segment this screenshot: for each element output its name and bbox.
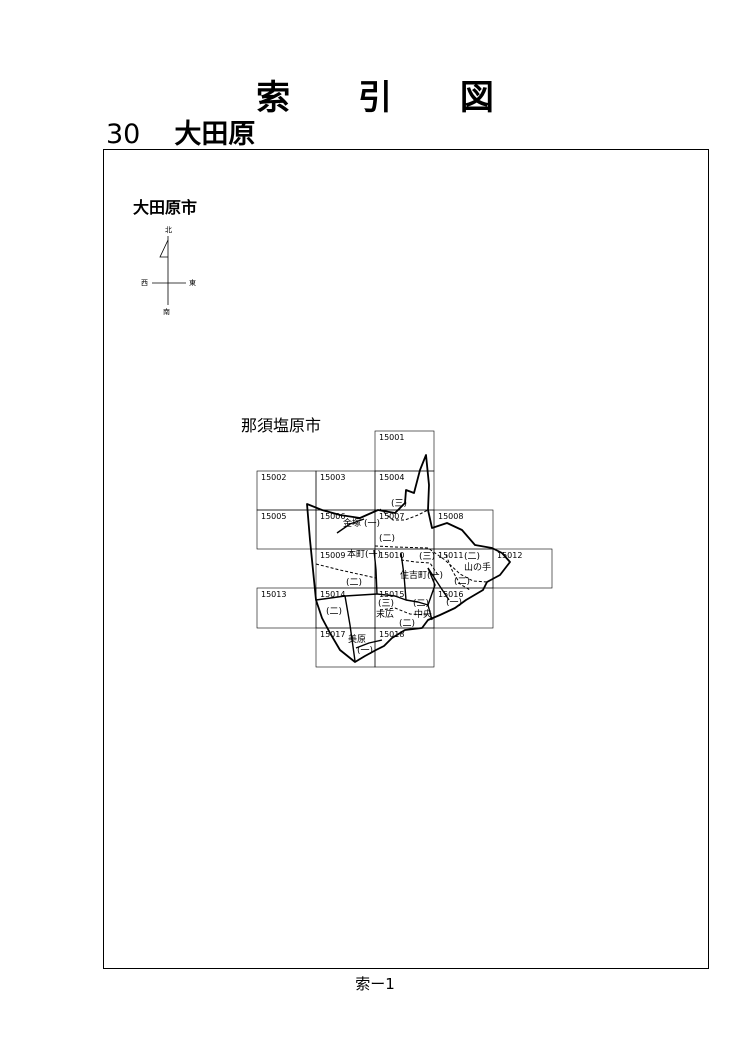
area-label-ni-1: (二) [379, 534, 395, 544]
grid-code-15013: 15013 [261, 590, 286, 599]
grid-code-15009: 15009 [320, 551, 345, 560]
area-label-ni-3: (二) [464, 552, 480, 562]
area-label-honcho-num: (一) [365, 550, 381, 560]
area-label-san-1: (三) [391, 499, 407, 509]
grid-cells [256, 430, 553, 668]
area-label-yamanote: 山の手 [464, 561, 491, 573]
district-dashed-lines [315, 508, 488, 616]
area-label-ni-2: (二) [346, 578, 362, 588]
compass-south-label: 南 [163, 307, 170, 316]
area-label-ni-5: (二) [399, 619, 415, 629]
city-boundary [306, 454, 511, 663]
area-label-ni-6: (二) [413, 599, 429, 609]
area-label-mihara-num: (一) [357, 646, 373, 656]
grid-code-15015: 15015 [379, 590, 404, 599]
grid-code-15003: 15003 [320, 473, 345, 482]
grid-code-15007: 15007 [379, 512, 404, 521]
page-footer: 索ー1 [355, 975, 395, 993]
map-number: 30 [106, 119, 141, 150]
grid-cell-15016[interactable] [433, 587, 494, 629]
area-label-honcho: 本町 [347, 548, 365, 560]
area-label-chuo: 中央 [414, 608, 432, 620]
area-label-san-2: (三) [419, 552, 435, 562]
area-label-ni-4: (二) [454, 577, 470, 587]
grid-code-15002: 15002 [261, 473, 286, 482]
grid-cell-15018[interactable] [374, 627, 435, 668]
area-label-san-3: (三) [378, 599, 394, 609]
grid-code-15006: 15006 [320, 512, 345, 521]
compass-east-label: 東 [189, 278, 196, 287]
grid-code-15017: 15017 [320, 630, 345, 639]
neighbor-city-label: 那須塩原市 [241, 416, 322, 435]
area-label-kitsuka: 金塚 [343, 517, 361, 529]
title-char-1: 索 [256, 78, 291, 118]
grid-code-15001: 15001 [379, 433, 404, 442]
compass-north-label: 北 [165, 226, 172, 234]
area-label-mihara: 美原 [348, 633, 366, 645]
grid-code-15004: 15004 [379, 473, 404, 482]
area-label-sumiyoshi-num: (一) [427, 571, 443, 581]
grid-cell-15012[interactable] [492, 548, 553, 589]
grid-code-15016: 15016 [438, 590, 463, 599]
map-frame [103, 149, 709, 969]
compass [152, 236, 186, 305]
title-char-3: 図 [459, 78, 494, 118]
title-char-2: 引 [358, 78, 392, 118]
grid-code-15018: 15018 [379, 630, 404, 639]
area-label-ni-7: (二) [326, 607, 342, 617]
grid-code-15008: 15008 [438, 512, 463, 521]
grid-code-15012: 15012 [497, 551, 522, 560]
compass-north-arrow-icon [159, 239, 169, 258]
grid-code-15014: 15014 [320, 590, 345, 599]
area-label-kitsuka-num: (一) [364, 519, 380, 529]
compass-west-label: 西 [141, 279, 148, 287]
area-label-suehiro: 末広 [376, 608, 394, 620]
map-name: 大田原 [174, 119, 256, 150]
area-label-ichi-1: (一) [446, 598, 462, 608]
grid-code-15005: 15005 [261, 512, 286, 521]
map-subtitle: 30 大田原 [106, 112, 255, 151]
grid-code-15011: 15011 [438, 551, 463, 560]
district-lines [315, 518, 450, 662]
city-label: 大田原市 [133, 198, 198, 217]
area-label-sumiyoshi: 住吉町 [400, 569, 427, 581]
page-title: 索 引 図 [0, 70, 750, 119]
grid-code-15010: 15010 [379, 551, 404, 560]
